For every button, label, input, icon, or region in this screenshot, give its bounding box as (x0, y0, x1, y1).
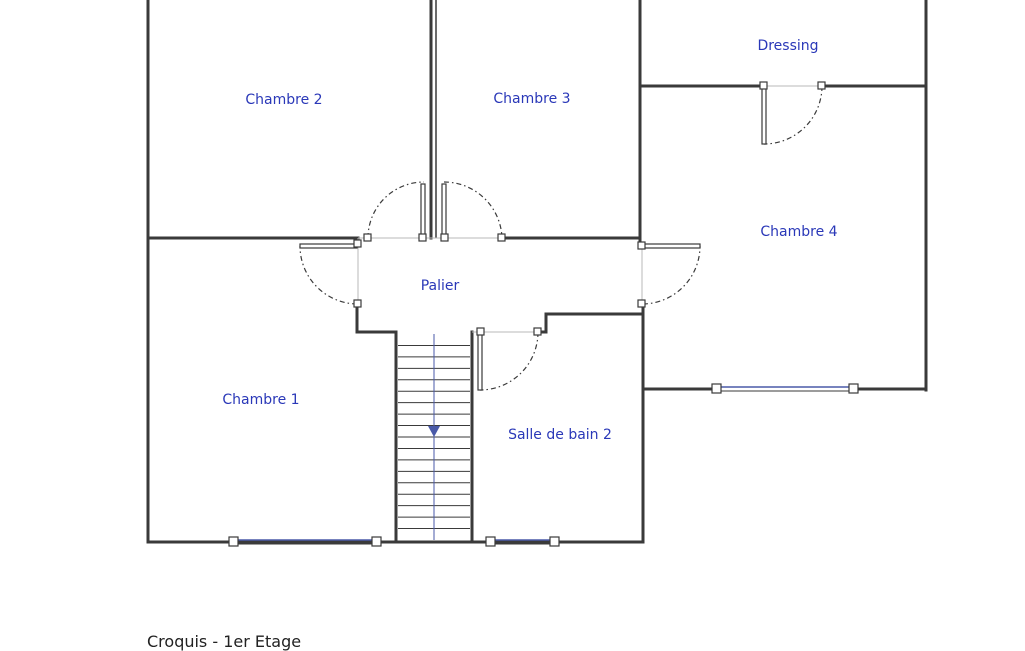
label-chambre-1: Chambre 1 (222, 392, 299, 408)
staircase (398, 334, 470, 540)
jamb (418, 233, 427, 242)
jamb (817, 81, 826, 90)
door-leaf-chambre-1 (299, 243, 358, 249)
window-jamb (485, 536, 496, 547)
door-swing-salle-de-bain (479, 331, 539, 391)
door-swing-chambre-1 (299, 245, 358, 305)
jamb (759, 81, 768, 90)
door-leaf-dressing (761, 87, 767, 145)
openings (357, 237, 643, 333)
window-jamb (848, 383, 859, 394)
jamb (637, 241, 646, 250)
jamb (637, 299, 646, 308)
jambs (353, 81, 826, 336)
window-jamb (711, 383, 722, 394)
window-jamb (371, 536, 382, 547)
door-swing-chambre-2 (367, 181, 425, 239)
label-chambre-2: Chambre 2 (245, 92, 322, 108)
label-chambre-3: Chambre 3 (493, 91, 570, 107)
door-leaf-chambre-2 (420, 183, 426, 239)
walls (146, 0, 928, 544)
jamb (476, 327, 485, 336)
label-salle-de-bain-2: Salle de bain 2 (508, 427, 612, 443)
plan-caption: Croquis - 1er Etage (147, 632, 302, 651)
window-jamb (549, 536, 560, 547)
stair-arrow-down-icon (428, 426, 440, 437)
label-chambre-4: Chambre 4 (760, 224, 837, 240)
door-swing-dressing (763, 85, 823, 145)
door-swing-chambre-4 (642, 245, 701, 305)
jamb (497, 233, 506, 242)
room-labels: Chambre 2 Chambre 3 Dressing Chambre 4 P… (222, 38, 837, 443)
jamb (353, 239, 362, 248)
jamb (363, 233, 372, 242)
door-leaf-chambre-4 (642, 243, 701, 249)
door-swing-chambre-3 (443, 181, 503, 239)
jamb (353, 299, 362, 308)
window-jamb (228, 536, 239, 547)
jamb (533, 327, 542, 336)
label-dressing: Dressing (757, 38, 818, 54)
windows (228, 383, 859, 547)
door-leaf-chambre-3 (441, 183, 447, 239)
door-leaf-salle-de-bain (477, 331, 483, 391)
jamb (440, 233, 449, 242)
label-palier: Palier (421, 278, 460, 294)
